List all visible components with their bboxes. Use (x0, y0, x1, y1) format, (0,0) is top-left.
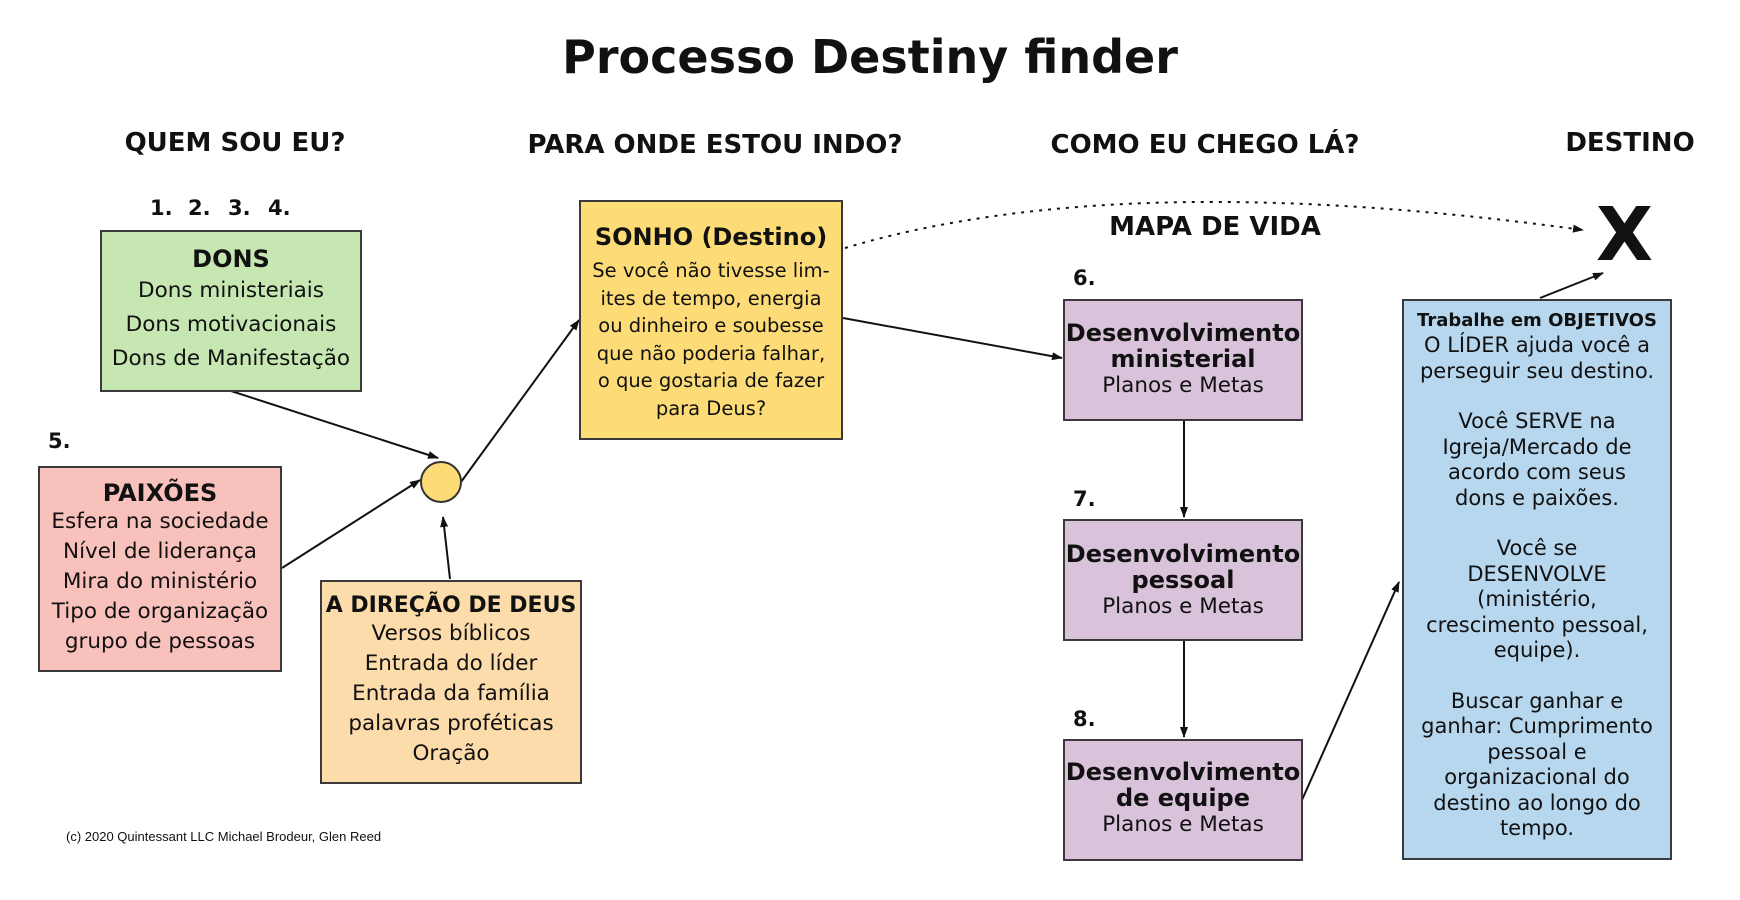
development-title: de equipe (1115, 784, 1251, 812)
destiny-x-mark: X (1596, 192, 1654, 278)
step-number: 3. (228, 196, 251, 220)
heading-destiny: DESTINO (1565, 128, 1695, 158)
arrow-objectives-to-destiny (1539, 272, 1604, 299)
gods-direction-line: Versos bíblicos (371, 621, 531, 646)
development-title: Desenvolvimento (1065, 758, 1301, 786)
objectives-paragraph: Você se DESENVOLVE (ministério, crescime… (1404, 536, 1670, 664)
step-number: 1. (150, 196, 173, 220)
development-title: Desenvolvimento (1065, 319, 1301, 347)
heading-life-map: MAPA DE VIDA (1109, 212, 1321, 242)
arrow-dream-to-ministerial (842, 317, 1063, 361)
gods-direction-line: Entrada do líder (364, 651, 538, 676)
development-title: pessoal (1131, 566, 1235, 594)
arrow-team-to-objectives (1301, 581, 1400, 801)
objectives-line: acordo com seus (1447, 460, 1627, 484)
gods-direction-line: palavras proféticas (348, 711, 554, 736)
copyright-notice: (c) 2020 Quintessant LLC Michael Brodeur… (66, 829, 382, 844)
objectives-paragraph: Buscar ganhar e ganhar: Cumprimento pess… (1404, 689, 1670, 842)
ministerial-development-box: Desenvolvimento ministerial Planos e Met… (1063, 299, 1303, 421)
arrow-passions-to-junction (281, 479, 421, 569)
dream-title: SONHO (Destino) (594, 223, 828, 251)
development-subtitle: Planos e Metas (1102, 594, 1264, 619)
development-title: Desenvolvimento (1065, 540, 1301, 568)
objectives-line: ganhar: Cumprimento (1421, 714, 1653, 738)
dream-line: o que gostaria de fazer (597, 369, 825, 392)
dream-line: que não poderia falhar, (596, 341, 826, 365)
arrow-gifts-to-junction (227, 389, 439, 459)
step-number: 7. (1073, 487, 1096, 511)
objectives-line: perseguir seu destino. (1419, 358, 1655, 383)
gifts-line: Dons de Manifestação (111, 346, 351, 371)
step-number: 6. (1073, 266, 1096, 290)
heading-how-do-i-get-there: COMO EU CHEGO LÁ? (1050, 130, 1360, 160)
dream-line: Se você não tivesse lim- (592, 259, 830, 282)
heading-who-am-i: QUEM SOU EU? (124, 128, 346, 158)
objectives-line: crescimento pessoal, (1426, 612, 1648, 637)
objectives-line: O LÍDER ajuda você a (1424, 333, 1650, 357)
gifts-line: Dons motivacionais (125, 312, 337, 337)
development-subtitle: Planos e Metas (1102, 373, 1264, 398)
gods-direction-title: A DIREÇÃO DE DEUS (325, 593, 577, 618)
gifts-title: DONS (192, 245, 270, 273)
objectives-line: Buscar ganhar e (1450, 688, 1624, 713)
dream-line: para Deus? (655, 396, 767, 420)
objectives-line: equipe). (1493, 638, 1581, 662)
arrow-junction-to-dream (460, 319, 580, 483)
dotted-arrow-dream-to-destiny (844, 200, 1584, 249)
objectives-line: (ministério, (1477, 587, 1597, 611)
objectives-line: DESENVOLVE (1467, 561, 1607, 586)
objectives-paragraph: O LÍDER ajuda você a perseguir seu desti… (1404, 333, 1670, 384)
arrow-direction-to-junction (440, 516, 451, 580)
objectives-box: Trabalhe em OBJETIVOS O LÍDER ajuda você… (1402, 299, 1672, 860)
objectives-line: destino ao longo do (1433, 790, 1641, 815)
step-number: 4. (268, 196, 291, 220)
objectives-paragraph: Você SERVE na Igreja/Mercado de acordo c… (1404, 409, 1670, 511)
passions-line: Mira do ministério (62, 569, 258, 594)
gods-direction-box: A DIREÇÃO DE DEUS Versos bíblicos Entrad… (320, 580, 582, 784)
diagram-title: Processo Destiny finder (562, 30, 1178, 84)
objectives-line: organizacional do (1444, 765, 1630, 789)
gods-direction-line: Oração (412, 741, 490, 766)
passions-line: Tipo de organização (51, 599, 269, 624)
dream-line: ou dinheiro e soubesse (598, 314, 824, 337)
objectives-line: dons e paixões. (1455, 485, 1619, 510)
gifts-line: Dons ministeriais (138, 278, 324, 303)
development-title: ministerial (1110, 345, 1256, 373)
objectives-line: pessoal e (1487, 739, 1587, 764)
passions-line: Nível de liderança (63, 539, 257, 564)
objectives-line: Você se (1496, 536, 1578, 560)
objectives-line: Você SERVE na (1458, 409, 1616, 433)
step-number: 8. (1073, 707, 1096, 731)
development-subtitle: Planos e Metas (1102, 812, 1264, 837)
objectives-title: Trabalhe em OBJETIVOS (1417, 310, 1657, 331)
gifts-box: DONS Dons ministeriais Dons motivacionai… (100, 230, 362, 392)
junction-node (420, 461, 462, 503)
objectives-line: tempo. (1499, 816, 1575, 840)
team-development-box: Desenvolvimento de equipe Planos e Metas (1063, 739, 1303, 861)
dream-box: SONHO (Destino) Se você não tivesse lim-… (579, 200, 843, 440)
dream-line: ites de tempo, energia (600, 286, 822, 310)
passions-box: PAIXÕES Esfera na sociedade Nível de lid… (38, 466, 282, 672)
personal-development-box: Desenvolvimento pessoal Planos e Metas (1063, 519, 1303, 641)
heading-where-am-i-going: PARA ONDE ESTOU INDO? (527, 130, 903, 160)
objectives-line: Igreja/Mercado de (1442, 434, 1632, 459)
passions-line: Esfera na sociedade (51, 509, 269, 534)
gods-direction-line: Entrada da família (352, 681, 550, 706)
passions-line: grupo de pessoas (64, 629, 256, 654)
passions-title: PAIXÕES (102, 479, 218, 507)
step-number: 5. (48, 429, 71, 453)
step-number: 2. (188, 196, 211, 220)
